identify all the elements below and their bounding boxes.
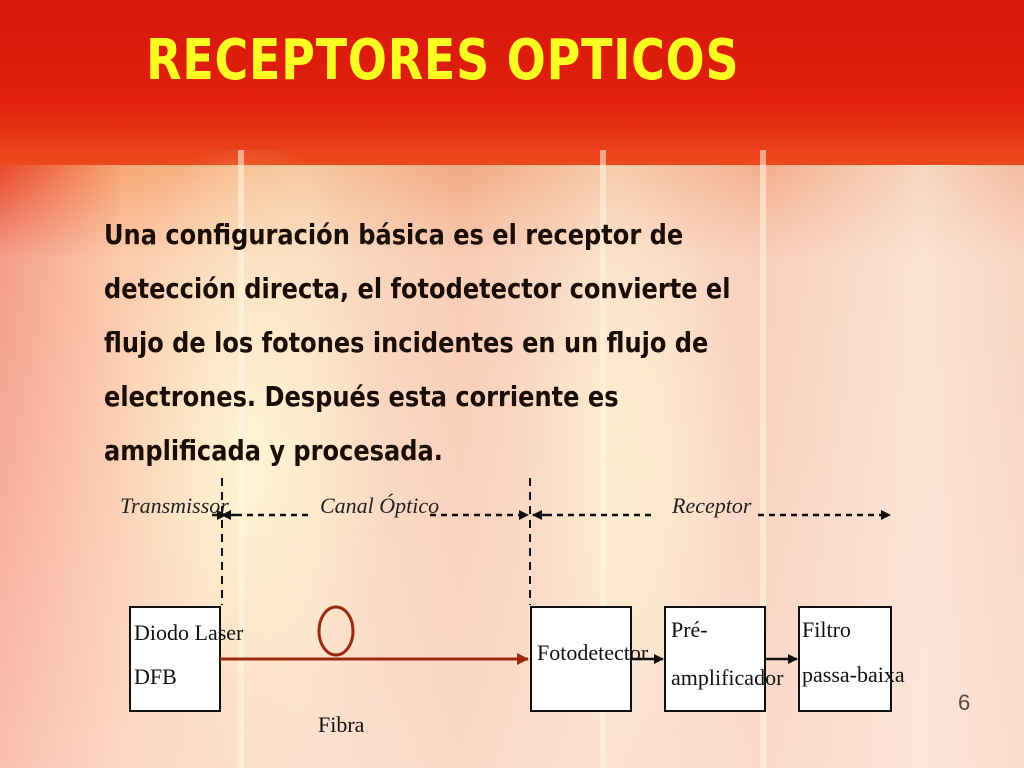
paragraph-line: Una configuración básica es el receptor …	[104, 218, 684, 251]
fiber-label: Fibra	[318, 712, 365, 737]
block-preamplifier: Pré- amplificador	[664, 606, 784, 712]
block-frame	[129, 606, 221, 712]
block-label: DFB	[134, 664, 177, 689]
block-label: amplificador	[671, 665, 784, 690]
block-label: passa-baixa	[802, 662, 905, 687]
paragraph-line: detección directa, el fotodetector convi…	[104, 272, 731, 305]
paragraph-line: amplificada y procesada.	[104, 434, 443, 467]
slide-title: RECEPTORES OPTICOS	[146, 28, 740, 93]
block-label: Filtro	[802, 617, 851, 642]
slide-number: 6	[958, 690, 971, 715]
background-streak	[238, 150, 244, 768]
block-frame	[530, 606, 632, 712]
block-laser-diode: Diodo Laser DFB	[129, 606, 244, 712]
block-frame	[798, 606, 892, 712]
block-lowpass-filter: Filtro passa-baixa	[798, 606, 905, 712]
body-paragraph: Una configuración básica es el receptor …	[104, 208, 878, 478]
block-label: Diodo Laser	[134, 620, 244, 645]
block-frame	[664, 606, 766, 712]
block-photodetector: Fotodetector	[530, 606, 649, 712]
background-streak	[600, 150, 606, 768]
block-label: Pré-	[671, 617, 708, 642]
section-label-channel: Canal Óptico	[320, 493, 439, 518]
paragraph-line: flujo de los fotones incidentes en un fl…	[104, 326, 709, 359]
top-red-band	[0, 0, 1024, 165]
paragraph-line: electrones. Después esta corriente es	[104, 380, 619, 413]
background-streak	[760, 150, 766, 768]
section-label-receiver: Receptor	[671, 493, 752, 518]
block-label: Fotodetector	[537, 640, 649, 665]
fiber-coil-icon	[317, 605, 355, 657]
section-label-transmitter: Transmissor	[120, 493, 229, 518]
